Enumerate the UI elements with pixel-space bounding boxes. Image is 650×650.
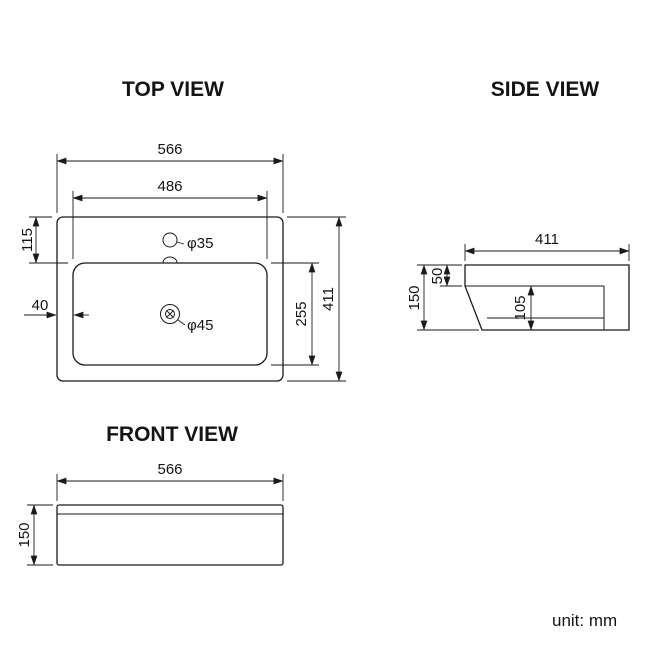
overflow-notch [162,256,178,264]
dim-label-overall-depth: 411 [320,287,337,311]
drain-hole-inner [165,309,175,319]
side-view-title: SIDE VIEW [491,78,600,101]
front-view-outline [56,504,284,566]
dim-label-front-height: 150 [16,522,33,547]
leader-line [177,319,186,326]
dim-label-side-height: 150 [406,285,423,310]
dim-label-top-rim: 115 [19,228,36,252]
unit-label: unit: mm [552,611,617,630]
dim-label-outer-width: 566 [157,141,182,158]
side-view-outline [464,264,630,331]
front-view-title: FRONT VIEW [106,423,238,446]
faucet-hole-label: φ35 [187,235,213,252]
dim-label-side-rim: 40 [32,297,49,314]
side-view-drawing: 411 50 150 105 [406,231,630,331]
top-view-basin-rim [72,262,268,366]
dim-label-side-depth: 411 [535,231,559,248]
dim-label-basin-depth: 255 [293,301,310,326]
top-view-title: TOP VIEW [122,78,224,101]
top-view-drawing: φ35 φ45 566 486 115 40 255 [19,141,346,382]
drain-hatch [166,310,174,318]
dim-label-front-width: 566 [157,461,182,478]
drain-hole-outer [160,304,180,324]
faucet-hole [162,232,178,248]
top-view-outer-outline [56,216,284,382]
dim-label-front-lip: 50 [429,268,446,285]
dim-label-bowl-depth: 105 [512,295,529,320]
drain-hole-label: φ45 [187,317,213,334]
front-view-drawing: 566 150 [16,461,284,566]
dim-label-inner-width: 486 [157,178,182,195]
leader-line [176,241,185,245]
